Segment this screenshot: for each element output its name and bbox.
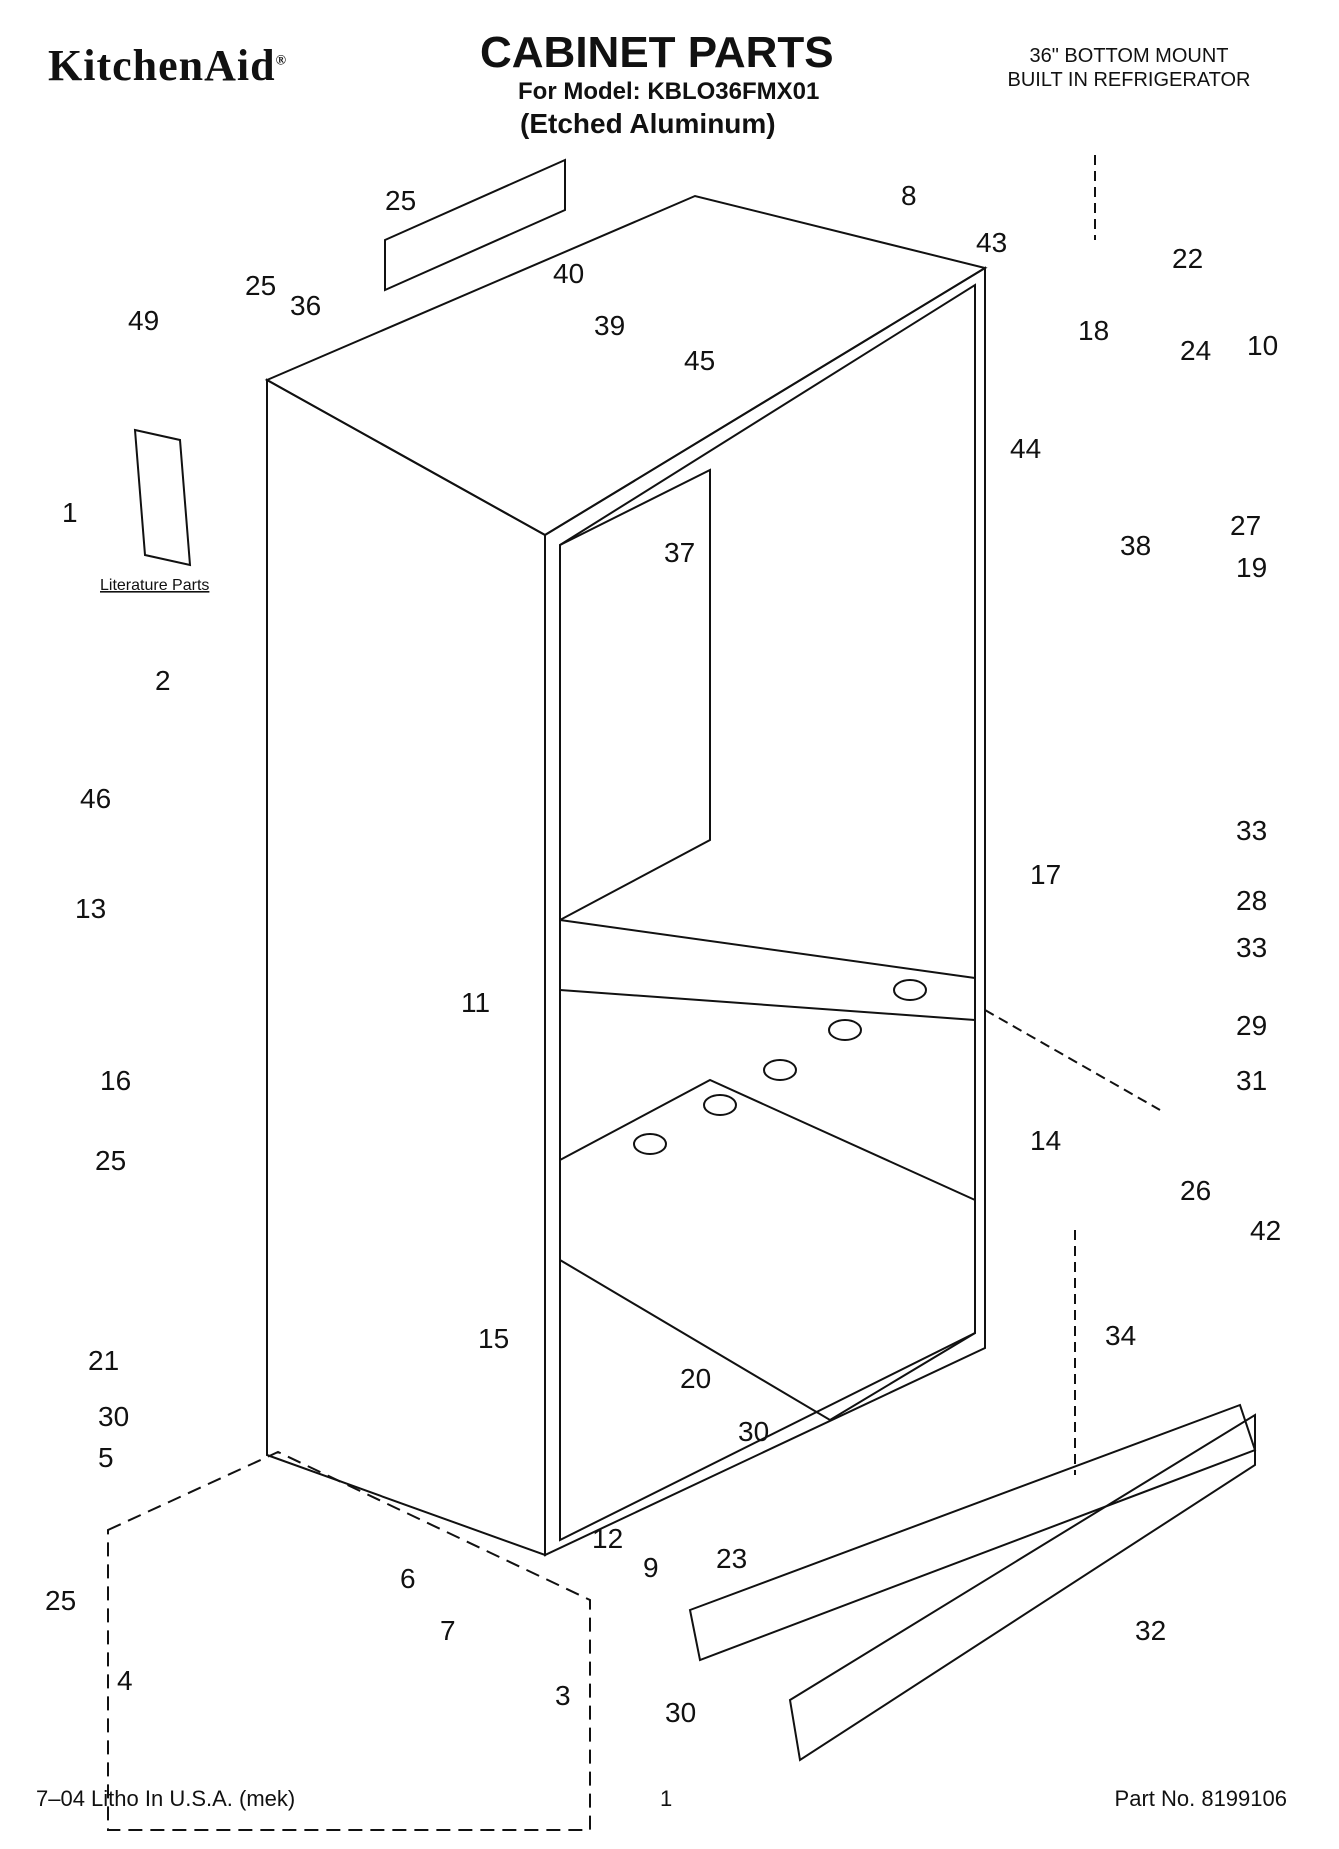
vent-hole (828, 1019, 862, 1041)
literature-parts-label: Literature Parts (100, 577, 209, 594)
callout-number: 30 (98, 1401, 129, 1432)
callout-number: 39 (594, 310, 625, 341)
back-panel (384, 158, 566, 292)
callout-number: 22 (1172, 243, 1203, 274)
vent-hole (893, 979, 927, 1001)
cabinet-front-frame (544, 266, 986, 1557)
callout-number: 31 (1236, 1065, 1267, 1096)
callout-number: 40 (553, 258, 584, 289)
callout-number: 32 (1135, 1615, 1166, 1646)
callout-number: 38 (1120, 530, 1151, 561)
kick-plate (788, 1413, 1256, 1762)
callout-number: 45 (684, 345, 715, 376)
callout-number: 12 (592, 1523, 623, 1554)
brand-registered-mark: ® (275, 53, 288, 69)
fresh-food-compartment (559, 468, 711, 922)
cabinet-left-side (266, 378, 546, 1557)
callout-number: 5 (98, 1442, 114, 1473)
callout-number: 25 (385, 185, 416, 216)
callout-number: 10 (1247, 330, 1278, 361)
toe-grille (688, 1403, 1257, 1662)
callout-number: 17 (1030, 859, 1061, 890)
finish-line: (Etched Aluminum) (520, 108, 776, 139)
callout-number: 29 (1236, 1010, 1267, 1041)
page-header: KitchenAid® CABINET PARTS For Model: KBL… (0, 0, 1339, 160)
callout-number: 24 (1180, 335, 1211, 366)
footer-print-info: 7–04 Litho In U.S.A. (mek) (36, 1786, 296, 1811)
cabinet-top (264, 194, 988, 537)
callout-number: 44 (1010, 433, 1041, 464)
freezer-compartment (559, 1078, 976, 1422)
callout-number: 26 (1180, 1175, 1211, 1206)
callout-number: 6 (400, 1563, 416, 1594)
subtitle-line-1: 36" BOTTOM MOUNT (1029, 45, 1229, 67)
footer-page-number: 1 (660, 1786, 673, 1811)
vent-hole (703, 1094, 737, 1116)
literature-book (133, 428, 192, 567)
callout-number: 15 (478, 1323, 509, 1354)
vent-hole (633, 1133, 667, 1155)
cabinet-drawing (107, 155, 1257, 1831)
model-line: For Model: KBLO36FMX01 (518, 78, 820, 105)
callout-number: 34 (1105, 1320, 1136, 1351)
opening-divider-2 (559, 989, 976, 1021)
callout-number: 13 (75, 893, 106, 924)
callout-number: 16 (100, 1065, 131, 1096)
callout-number: 3 (555, 1680, 571, 1711)
callout-number: 4 (117, 1665, 133, 1696)
callout-number: 11 (461, 987, 490, 1018)
page-title: CABINET PARTS (480, 28, 834, 77)
subtitle-line-2: BUILT IN REFRIGERATOR (1007, 69, 1251, 91)
callout-number: 8 (901, 180, 917, 211)
callout-number: 14 (1030, 1125, 1061, 1156)
product-subtitle: 36" BOTTOM MOUNT BUILT IN REFRIGERATOR (979, 44, 1279, 92)
callout-number: 19 (1236, 552, 1267, 583)
brand-name: KitchenAid (48, 41, 276, 90)
brand-logo: KitchenAid® (48, 40, 287, 91)
callout-number: 43 (976, 227, 1007, 258)
footer-part-number: Part No. 8199106 (1114, 1786, 1287, 1811)
vent-hole (763, 1059, 797, 1081)
callout-number: 27 (1230, 510, 1261, 541)
callout-number: 30 (738, 1416, 769, 1447)
callout-number: 1 (62, 497, 78, 528)
callout-number: 9 (643, 1552, 659, 1583)
callout-number: 33 (1236, 815, 1267, 846)
callout-number: 46 (80, 783, 111, 814)
callout-number: 7 (440, 1615, 456, 1646)
callout-number: 21 (88, 1345, 119, 1376)
callout-number: 25 (45, 1585, 76, 1616)
callout-number: 37 (664, 537, 695, 568)
cabinet-opening (559, 283, 976, 1542)
base-frame-detail-box (107, 1450, 591, 1831)
callout-number: 42 (1250, 1215, 1281, 1246)
callout-number: 25 (245, 270, 276, 301)
callout-number: 18 (1078, 315, 1109, 346)
callout-number: 49 (128, 305, 159, 336)
opening-divider (559, 919, 976, 979)
callout-number: 30 (665, 1697, 696, 1728)
callout-number: 23 (716, 1543, 747, 1574)
callout-number: 20 (680, 1363, 711, 1394)
hinge-dashed-line (984, 1009, 1161, 1111)
callout-number: 25 (95, 1145, 126, 1176)
callout-number: 28 (1236, 885, 1267, 916)
callout-number: 2 (155, 665, 171, 696)
callout-number: 33 (1236, 932, 1267, 963)
callout-number: 36 (290, 290, 321, 321)
